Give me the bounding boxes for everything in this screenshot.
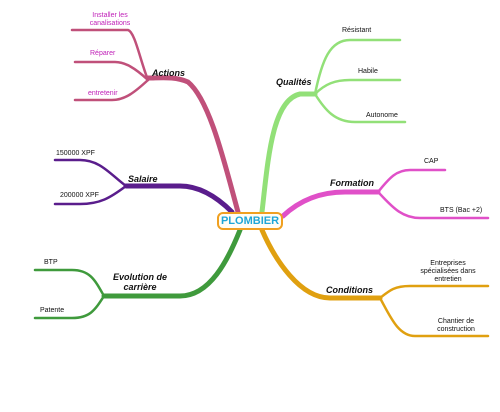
link-evolution-item-2 bbox=[33, 294, 106, 320]
link-evolution-item-1 bbox=[33, 268, 106, 298]
link-formation-item-1 bbox=[376, 168, 447, 194]
link-actions-main bbox=[145, 75, 241, 215]
link-salaire-item-2 bbox=[53, 184, 128, 206]
leaf-qualites-resistant: Résistant bbox=[342, 27, 372, 34]
central-topic-node: PLOMBIER bbox=[217, 212, 283, 230]
branch-formation-title: Formation bbox=[330, 178, 374, 188]
branch-evolution-title: Evolution de carrière bbox=[113, 272, 167, 292]
link-conditions-item-2 bbox=[378, 296, 490, 338]
branch-conditions-title: Conditions bbox=[326, 285, 373, 295]
leaf-conditions-entreprises: Entreprises spécialisées dans entretien bbox=[420, 260, 476, 283]
branch-actions-title: Actions bbox=[152, 68, 186, 78]
leaf-evolution-patente: Patente bbox=[40, 307, 65, 314]
leaf-actions-installer: Installer les canalisations bbox=[89, 12, 131, 27]
link-formation-main bbox=[280, 189, 381, 219]
link-qualites-item-2 bbox=[313, 78, 402, 96]
leaf-salaire-150000: 150000 XPF bbox=[56, 150, 95, 157]
link-qualites-item-3 bbox=[313, 92, 407, 124]
leaf-actions-reparer: Réparer bbox=[90, 50, 116, 57]
leaf-evolution-btp: BTP bbox=[44, 259, 58, 266]
leaf-salaire-200000: 200000 XPF bbox=[60, 192, 99, 199]
link-formation-item-2 bbox=[376, 190, 490, 220]
branch-qualites-title: Qualités bbox=[276, 77, 312, 87]
leaf-actions-entretenir: entretenir bbox=[88, 90, 118, 97]
link-salaire-item-1 bbox=[53, 158, 128, 188]
leaf-qualites-habile: Habile bbox=[358, 68, 378, 75]
link-actions-item-1 bbox=[70, 28, 150, 82]
leaf-formation-bts: BTS (Bac +2) bbox=[440, 207, 483, 214]
branch-salaire-title: Salaire bbox=[128, 174, 158, 184]
link-evolution-main bbox=[101, 227, 243, 299]
link-qualites-main bbox=[259, 91, 318, 215]
link-actions-item-3 bbox=[73, 78, 150, 102]
leaf-qualites-autonome: Autonome bbox=[366, 112, 398, 119]
leaf-formation-cap: CAP bbox=[424, 158, 439, 165]
link-salaire-main bbox=[123, 183, 235, 215]
link-conditions-main bbox=[259, 227, 383, 301]
leaf-conditions-chantier: Chantier de construction bbox=[437, 318, 475, 333]
link-conditions-item-1 bbox=[378, 284, 490, 300]
link-qualites-item-1 bbox=[313, 38, 402, 96]
link-actions-item-2 bbox=[73, 60, 150, 82]
